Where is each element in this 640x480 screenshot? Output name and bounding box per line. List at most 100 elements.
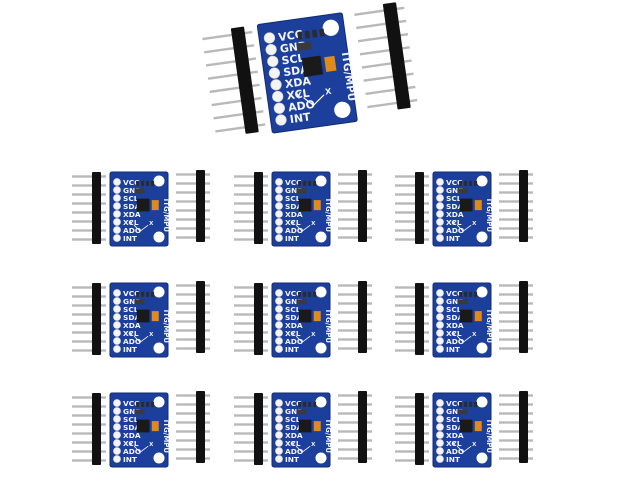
pin-label-xda: XDA [446,210,464,219]
pin-pad [436,447,444,455]
smd-component [303,401,307,407]
header-body [415,283,424,355]
header-pin [395,423,429,426]
mounting-hole [476,342,488,354]
mounting-hole [476,175,488,187]
header-pin [234,211,268,214]
header-pin [72,286,106,289]
regulator-chip [457,409,468,415]
smd-component [474,291,478,297]
header-pin [176,173,210,176]
header-pin [72,322,106,325]
pin-label-vcc: VCC [285,289,302,298]
header-pin [234,193,268,196]
header-pin [176,421,210,424]
header-pin [234,304,268,307]
smd-component [469,180,473,186]
pin-pad [268,67,281,79]
pin-pad [113,455,121,463]
pin-label-xcl: XCL [446,218,462,227]
regulator-chip [134,409,145,415]
pin-label-sda: SDA [285,423,302,432]
pin-label-scl: SCL [446,305,462,314]
pin-pad [113,431,121,439]
header-pin [176,457,210,460]
header-pin [72,396,106,399]
header-pin [234,175,268,178]
header-pin [176,227,210,230]
axis-arrow [456,335,464,343]
pin-header-right [338,281,372,353]
header-pin [395,459,429,462]
pin-pad [113,423,121,431]
axis-label-x: X [472,442,477,448]
pin-label-int: INT [285,234,299,243]
pin-label-sda: SDA [285,313,302,322]
header-body [415,393,424,465]
pin-label-scl: SCL [285,194,301,203]
header-pin [176,200,210,203]
header-body [358,391,367,463]
pin-label-xda: XDA [285,431,303,440]
smd-component [136,291,140,297]
header-pin [176,236,210,239]
header-pin [395,340,429,343]
smd-component [459,401,463,407]
pin-pad [270,79,282,91]
pin-pad [275,186,283,194]
pin-pad [275,289,283,297]
board-silkscreen: ITG/MPU [485,420,493,454]
pin-pad [436,194,444,202]
header-pin [395,450,429,453]
header-pin [72,211,106,214]
header-pin [338,421,372,424]
header-pin [234,441,268,444]
pin-pad [113,415,121,423]
axis-arrow [462,224,472,232]
axis-arrow [301,445,311,453]
mounting-hole [334,101,351,119]
pin-pad [113,178,121,186]
pin-pad [275,234,283,242]
smd-component [146,180,150,186]
pin-pad [273,102,285,114]
pin-pad [113,297,121,305]
header-pin [338,209,372,212]
pin-label-xda: XDA [123,210,141,219]
mounting-hole [476,231,488,243]
smd-component [304,30,310,39]
header-pin [395,175,429,178]
header-pin [395,322,429,325]
header-pin [234,202,268,205]
axis-label-y: Y [290,332,296,338]
pin-pad [275,202,283,210]
pin-pad [275,329,283,337]
header-body [196,281,205,353]
header-pin [234,340,268,343]
axis-label-x: X [149,442,154,448]
pin-header-right [354,2,418,110]
axis-arrow [133,335,141,343]
header-pin [395,396,429,399]
smd-component [151,291,155,297]
smd-component [459,180,463,186]
header-pin [499,329,533,332]
mounting-hole [476,452,488,464]
mounting-hole [315,396,327,408]
pin-label-scl: SCL [446,194,462,203]
pin-label-gnd: GND [285,407,303,416]
header-pin [234,229,268,232]
header-pin [338,403,372,406]
pin-pad [113,345,121,353]
pin-pad [436,337,444,345]
pin-pad [113,439,121,447]
header-pin [499,448,533,451]
header-pin [176,209,210,212]
header-pin [234,423,268,426]
pin-pad [275,399,283,407]
pin-label-sda: SDA [446,202,463,211]
pin-header-left [395,172,429,244]
